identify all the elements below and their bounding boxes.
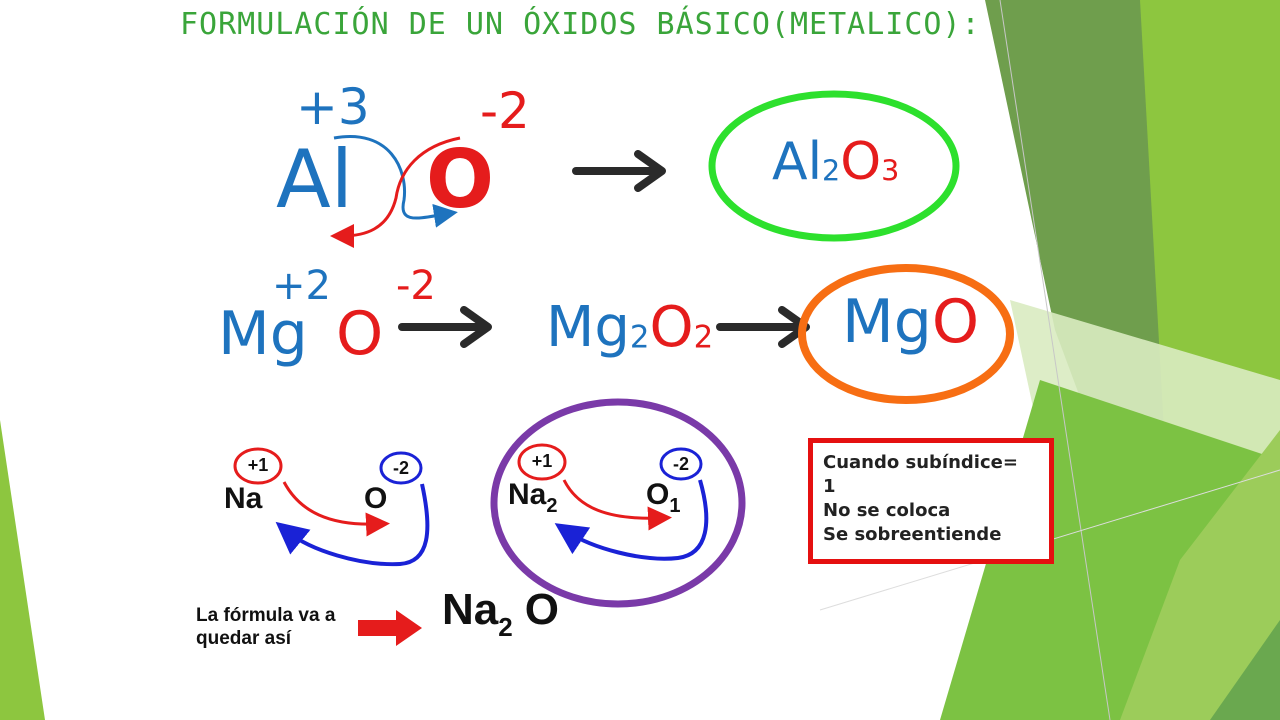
blue-cross-arrow — [333, 135, 458, 228]
al2o3-metal: Al — [772, 132, 823, 192]
green-ring — [708, 90, 960, 242]
note-line1: Cuando subíndice= — [823, 452, 1018, 473]
al-symbol: Al — [276, 133, 353, 226]
na2o-oxygen: O — [524, 585, 559, 634]
note-line3: No se coloca — [823, 500, 951, 521]
na2o-metal: Na — [442, 585, 499, 634]
o-charge-na2: -2 — [672, 454, 689, 474]
mg2o2-metal-sub: 2 — [629, 319, 650, 356]
plus-one-charge-circle — [233, 447, 283, 485]
note-line4: Se sobreentiende — [823, 524, 1002, 545]
mgo-formula: MgO — [842, 292, 979, 352]
o1-oxygen: O — [646, 478, 670, 511]
mgo-oxygen: O — [931, 287, 980, 357]
mg2o2-oxygen-sub: 2 — [693, 319, 714, 356]
corner-green — [1210, 620, 1280, 720]
na-crossing-arrows — [275, 481, 430, 567]
o-symbol-na: O — [364, 482, 388, 515]
formula-caption: La fórmula va a quedar así — [196, 604, 366, 650]
o1-symbol: O1 — [646, 478, 681, 517]
na-symbol: Na — [224, 482, 263, 515]
subscript-note-box: Cuando subíndice= 1 No se coloca Se sobr… — [808, 438, 1054, 564]
left-green-triangle — [0, 420, 45, 720]
red-arrow-icon — [358, 610, 422, 646]
minus-two-charge-circle — [379, 451, 423, 485]
mg-symbol: Mg — [218, 299, 308, 369]
o-charge-mg-row: -2 — [396, 263, 436, 309]
mg2o2-oxygen: O — [649, 295, 694, 360]
o-symbol-mg-row: O — [336, 299, 384, 369]
mg2o2-metal: Mg — [546, 295, 630, 360]
al2o3-oxygen: O — [840, 132, 882, 192]
al-charge: +3 — [296, 78, 370, 136]
page-title: FORMULACIÓN DE UN ÓXIDOS BÁSICO(METALICO… — [180, 7, 981, 42]
mg2o2-formula: Mg2O2 — [546, 300, 713, 356]
plus-one-charge-circle — [517, 443, 567, 481]
al2o3-oxygen-sub: 3 — [881, 153, 900, 188]
o1-oxygen-sub: 1 — [669, 495, 681, 517]
light-green-wedge — [1120, 430, 1280, 720]
o-charge-al-row: -2 — [480, 82, 530, 140]
na2-metal-sub: 2 — [546, 495, 558, 517]
formula-caption-line1: La fórmula va a — [196, 605, 336, 626]
na2-charge: +1 — [531, 451, 553, 471]
na2-symbol: Na2 — [508, 478, 558, 517]
al2o3-formula: Al2O3 — [772, 136, 899, 188]
na2-crossing-arrows — [554, 479, 709, 561]
note-line2: 1 — [823, 476, 836, 497]
arrow-icon — [398, 306, 492, 348]
na2-metal: Na — [508, 478, 547, 511]
purple-ring — [490, 398, 746, 608]
formula-caption-line2: quedar así — [196, 628, 292, 649]
valence-crossing-arrows — [330, 135, 461, 248]
mgo-metal: Mg — [842, 287, 932, 357]
arrow-icon — [572, 150, 666, 192]
red-cross-arrow — [330, 136, 461, 248]
al2o3-metal-sub: 2 — [822, 153, 841, 188]
mg-charge: +2 — [272, 263, 331, 309]
na-charge: +1 — [247, 455, 269, 475]
o-charge-na: -2 — [392, 458, 409, 478]
na2o-metal-sub: 2 — [498, 612, 513, 642]
orange-ring — [798, 264, 1014, 404]
minus-two-charge-circle — [659, 447, 703, 481]
thin-divider-line — [999, 0, 1111, 720]
